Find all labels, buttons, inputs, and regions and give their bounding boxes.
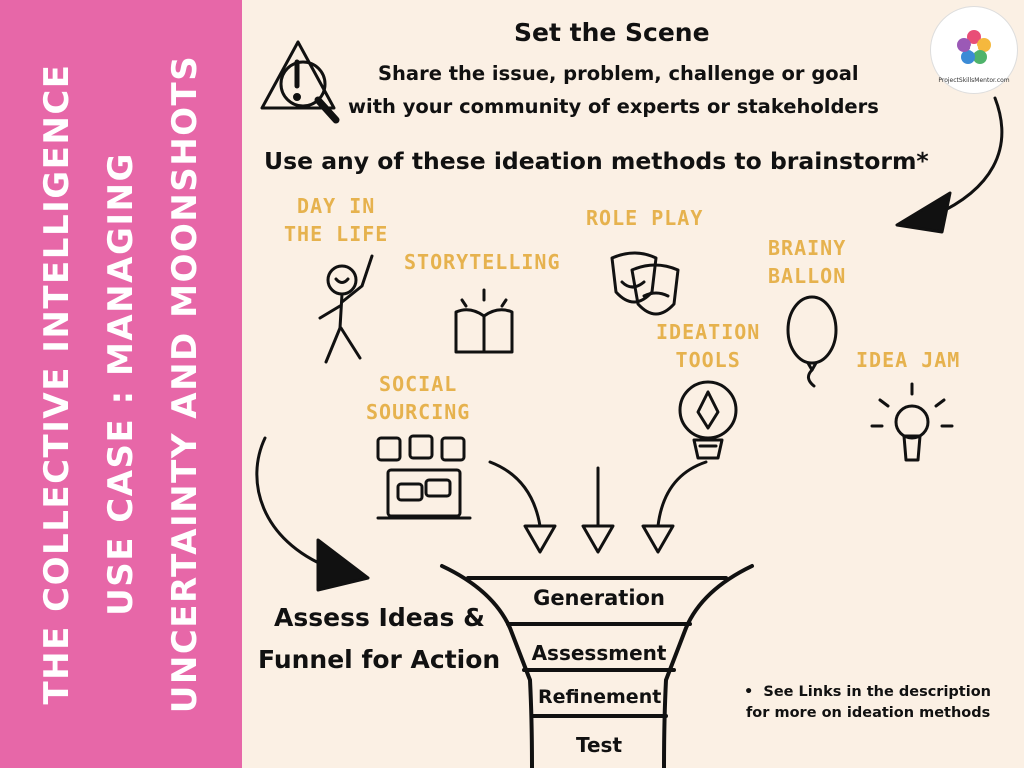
method-day-in-the-life: DAY IN THE LIFE [284,192,388,248]
curved-arrow-left-icon [255,436,370,592]
funnel-stage-generation: Generation [533,586,665,610]
curved-arrow-right-icon [895,96,1004,234]
method-role-play: ROLE PLAY [586,204,703,232]
method-label: IDEATION [656,320,761,344]
method-label: THE LIFE [284,222,389,246]
footnote-line-1: • See Links in the description [744,684,991,700]
lightbulb-icon [870,382,954,462]
method-label: TOOLS [675,348,741,372]
social-laptop-icon [376,434,472,520]
theater-masks-icon [610,251,680,316]
method-storytelling: STORYTELLING [404,248,561,276]
funnel-stage-test: Test [575,733,622,757]
funnel-stage-refinement: Refinement [538,686,662,708]
method-brainy-ballon: BRAINY BALLON [768,234,846,290]
set-scene-title: Set the Scene [514,18,710,47]
assess-line-1: Assess Ideas & [274,603,485,632]
method-label: BALLON [768,264,847,288]
logo-text: ProjectSkillsMentor.com [938,77,1010,84]
arrows-into-funnel-icon [488,460,708,554]
method-idea-jam: IDEA JAM [856,346,960,374]
method-label: IDEA JAM [856,348,961,372]
footnote: • See Links in the description for more … [744,682,991,724]
brand-logo: ProjectSkillsMentor.com [930,6,1018,94]
method-label: DAY IN [297,194,376,218]
method-label: ROLE PLAY [586,206,704,230]
method-label: SOCIAL [379,372,458,396]
method-label: BRAINY [768,236,847,260]
funnel-shape [440,564,754,768]
sidebar: THE COLLECTIVE INTELLIGENCE USE CASE : M… [0,0,242,768]
set-scene-subtitle-line-2: with your community of experts or stakeh… [348,95,879,118]
pen-tool-bulb-icon [678,380,738,460]
funnel-stage-assessment: Assessment [531,641,667,665]
method-ideation-tools: IDEATION TOOLS [656,318,760,374]
assess-line-2: Funnel for Action [258,645,501,674]
open-book-icon [454,288,514,354]
stick-figure-icon [318,254,374,364]
balloon-icon [786,295,838,388]
method-social-sourcing: SOCIAL SOURCING [366,370,470,426]
footnote-line-2: for more on ideation methods [746,705,991,721]
ideation-heading: Use any of these ideation methods to bra… [264,147,929,175]
method-label: STORYTELLING [404,250,561,274]
warning-magnifier-icon [260,40,340,124]
flower-icon [957,30,991,64]
method-label: SOURCING [366,400,471,424]
set-scene-subtitle-line-1: Share the issue, problem, challenge or g… [378,62,859,85]
